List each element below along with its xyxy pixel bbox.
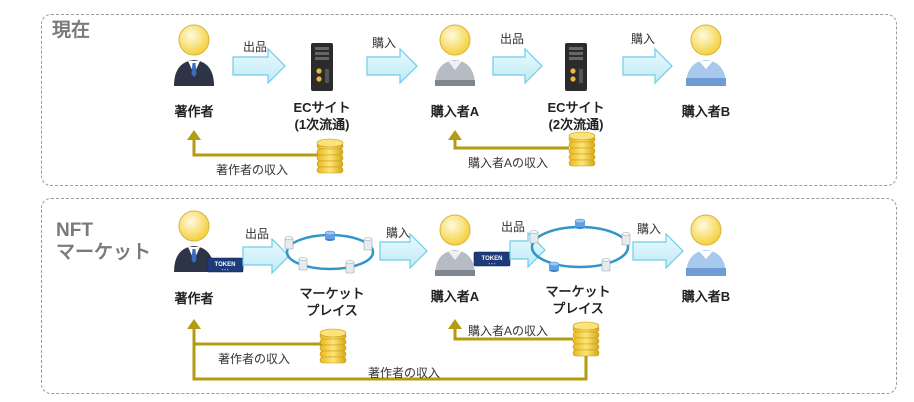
flow-label-listing: 出品 [245,227,270,241]
flow-arrow [509,231,546,269]
actor-label-buyer-b: 購入者B [681,104,731,119]
buyer-a-income-label: 購入者Aの収入 [468,324,549,338]
buyer-a-income-line [453,327,573,341]
actor-label-buyer-a: 購入者A [430,104,480,119]
flow-label-purchase: 購入 [631,32,656,46]
flow-label-listing: 出品 [243,40,268,54]
actor-label-marketplace-1: マーケット プレイス [299,286,365,318]
token-icon: TOKEN ● ● ● [206,257,244,273]
flow-arrow [366,47,418,85]
author-income-label: 著作者の収入 [216,163,289,177]
actor-label-ec-site-2: ECサイト (2次流通) [547,100,605,132]
flow-label-listing: 出品 [500,32,525,46]
coins-icon [572,321,600,357]
flow-label-listing: 出品 [501,220,526,234]
author-income-line [192,327,322,346]
actor-label-buyer-b: 購入者B [681,289,731,304]
svg-text:● ● ●: ● ● ● [488,262,495,266]
actor-label-author: 著作者 [174,291,214,306]
actor-label-buyer-a: 購入者A [430,289,480,304]
buyer-a-income-label: 購入者Aの収入 [468,156,549,170]
flow-arrow [232,47,286,85]
token-icon: TOKEN ● ● ● [473,251,511,267]
buyer-a-figure [434,214,476,277]
actor-label-author: 著作者 [174,104,214,119]
arrow-head [448,319,462,329]
author-income-line [192,138,318,157]
buyer-b-figure [685,214,727,277]
flow-label-purchase: 購入 [386,226,411,240]
actor-label-marketplace-2: マーケット プレイス [545,284,611,316]
buyer-a-income-line [453,138,569,150]
flow-arrow [622,47,673,85]
arrow-head [187,319,201,329]
flow-arrow [492,47,543,85]
arrow-head [187,130,201,140]
nft-panel-title: NFT マーケット [56,220,152,263]
actor-label-ec-site-1: ECサイト (1次流通) [293,100,351,132]
flow-label-purchase: 購入 [372,36,397,50]
flow-arrow [632,232,684,270]
marketplace-network-icon [284,230,375,274]
author-royalty-income-label: 著作者の収入 [368,366,441,380]
token-label: TOKEN [215,262,236,268]
token-label: TOKEN [482,256,503,262]
coins-icon [316,138,344,174]
flow-arrow [242,237,290,275]
current-panel-title: 現在 [52,20,91,41]
author-income-label: 著作者の収入 [218,352,291,366]
coins-icon [319,328,347,364]
flow-label-purchase: 購入 [637,222,662,236]
ec-site-2-server-icon [565,43,587,91]
buyer-a-figure [434,24,476,87]
buyer-b-figure [685,24,727,87]
ec-site-1-server-icon [311,43,333,91]
flow-arrow [379,232,428,270]
svg-text:● ● ●: ● ● ● [221,268,228,272]
author-royalty-line [192,344,588,381]
marketplace-network-icon [529,218,631,273]
author-figure [173,24,215,87]
arrow-head [448,130,462,140]
coins-icon [568,131,596,167]
